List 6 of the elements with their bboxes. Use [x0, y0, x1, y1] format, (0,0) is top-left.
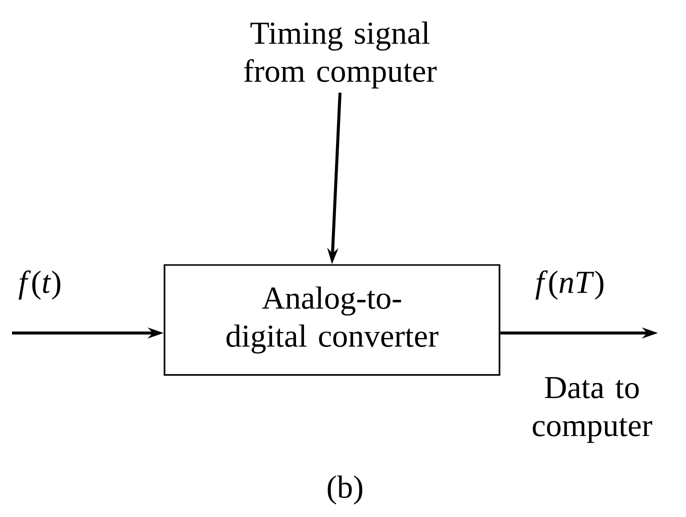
edge-label: f(nT) [536, 270, 604, 300]
signal-label: Timing signal from computer [244, 22, 437, 88]
caption: (b) [328, 476, 362, 504]
edge-label: f(t) [18, 270, 60, 300]
converter-box: Analog-to-digital converter [164, 264, 500, 376]
output-label: Data to computer [532, 377, 652, 443]
